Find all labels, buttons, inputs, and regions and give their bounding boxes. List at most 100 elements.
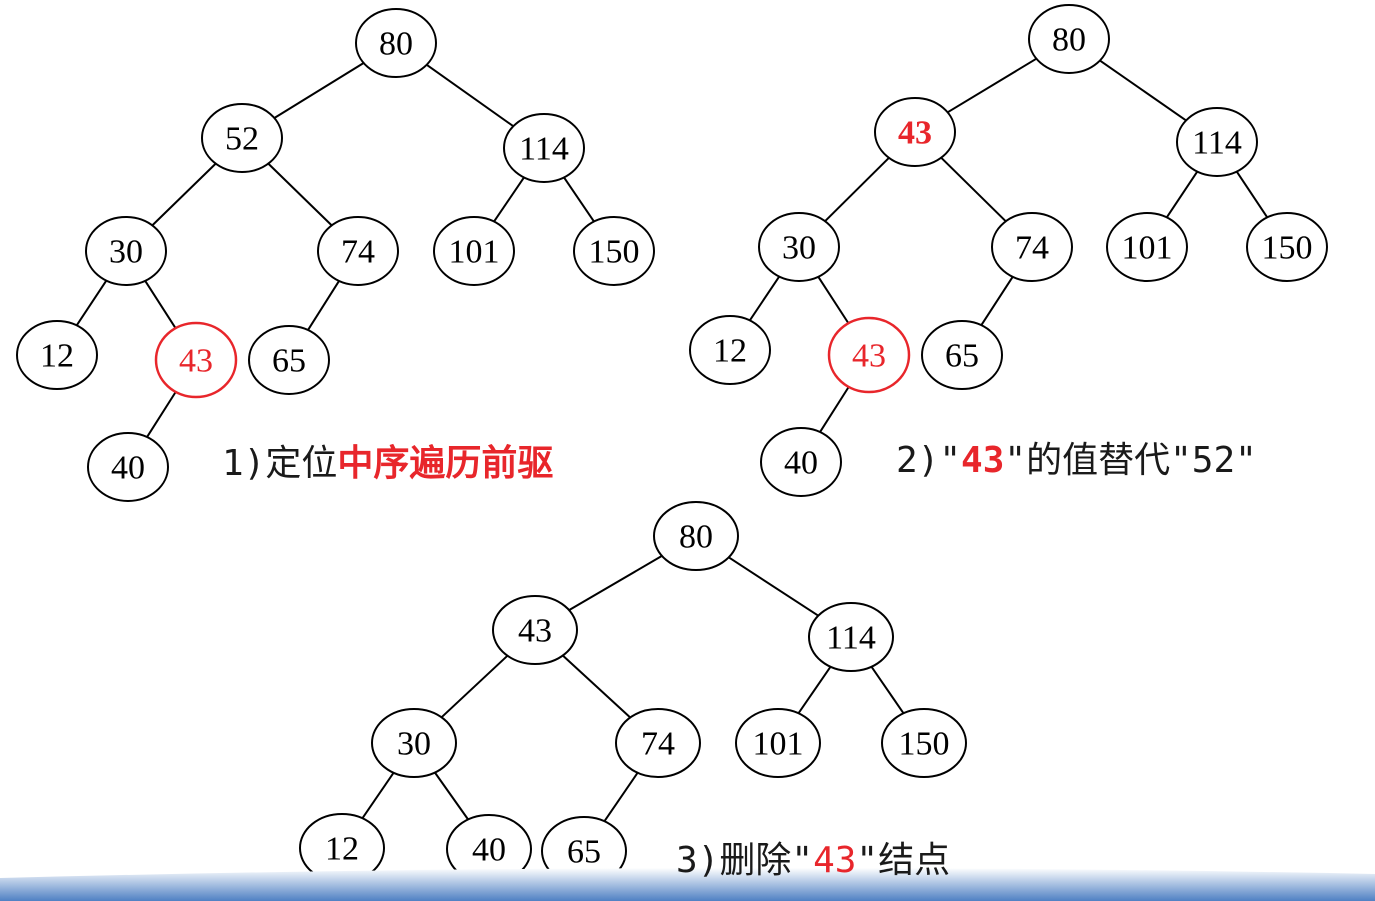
tree-edge — [824, 157, 890, 222]
caption-part: 1) — [222, 443, 266, 484]
tree-edge — [273, 62, 365, 119]
tree-node: 114 — [1176, 107, 1258, 177]
tree-node: 101 — [433, 216, 515, 286]
tree-node-value: 40 — [111, 450, 145, 487]
tree-node-value: 65 — [945, 338, 979, 375]
tree-edge — [151, 162, 217, 227]
caption-step2: 2)"43"的值替代"52" — [896, 443, 1257, 479]
tree-node-value: 40 — [472, 832, 506, 869]
tree-edge — [819, 386, 850, 433]
tree-node: 43 — [492, 595, 578, 665]
tree-node-ring-highlighted — [154, 321, 238, 399]
tree-node-ring — [371, 708, 457, 778]
tree-node-value: 114 — [519, 131, 569, 168]
tree-node-ring — [87, 432, 169, 502]
caption-part: "52" — [1170, 440, 1257, 481]
tree-node-ring — [689, 315, 771, 385]
tree-node: 40 — [446, 814, 532, 884]
tree-node-ring — [615, 708, 701, 778]
tree-node: 40 — [87, 432, 169, 502]
tree-node-ring — [355, 8, 437, 78]
tree-edge — [797, 666, 832, 714]
tree-node-value: 114 — [826, 620, 876, 657]
tree-node: 150 — [573, 216, 655, 286]
tree-node-value: 150 — [1262, 230, 1313, 267]
tree-node-value: 12 — [40, 338, 74, 375]
tree-node-value: 80 — [1052, 22, 1086, 59]
tree-node: 30 — [371, 708, 457, 778]
tree-edge — [980, 276, 1014, 326]
tree-node: 65 — [921, 320, 1003, 390]
tree-node: 65 — [248, 325, 330, 395]
tree-node-ring — [881, 708, 967, 778]
tree-node-ring — [1176, 107, 1258, 177]
tree-node-value: 150 — [589, 234, 640, 271]
tree-edge — [728, 556, 819, 617]
tree-node-ring — [573, 216, 655, 286]
tree-node: 150 — [1246, 212, 1328, 282]
tree-node-ring — [317, 216, 399, 286]
tree-edge — [361, 772, 395, 819]
tree-node: 43 — [874, 97, 956, 167]
tree-node: 43 — [154, 321, 238, 399]
tree-edge — [1165, 171, 1199, 218]
tree-node-ring-highlighted — [827, 316, 911, 394]
tree-node: 52 — [201, 103, 283, 173]
caption-part: 43 — [961, 440, 1005, 481]
tree-node: 12 — [299, 813, 385, 883]
tree-node-value: 30 — [109, 234, 143, 271]
tree-node: 12 — [16, 320, 98, 390]
tree-edge — [1099, 59, 1187, 122]
tree-node-ring — [1106, 212, 1188, 282]
caption-step1: 1)定位中序遍历前驱 — [222, 446, 553, 482]
tree-node-ring — [16, 320, 98, 390]
tree-node: 65 — [541, 816, 627, 886]
tree-node: 74 — [991, 212, 1073, 282]
tree-node-value: 101 — [449, 234, 500, 271]
tree-node: 80 — [653, 501, 739, 571]
tree-node: 101 — [1106, 212, 1188, 282]
caption-part: " — [856, 840, 879, 881]
caption-part: 中序遍历前驱 — [337, 443, 554, 484]
tree-node-ring — [248, 325, 330, 395]
tree-node-value: 101 — [1122, 230, 1173, 267]
tree-edge — [562, 654, 631, 719]
tree-edge — [1235, 171, 1269, 218]
tree-node-ring — [758, 212, 840, 282]
tree-edge — [563, 176, 595, 223]
tree-node-value: 40 — [784, 445, 818, 482]
caption-part: 定位 — [265, 443, 338, 484]
tree-edge — [748, 275, 781, 322]
tree-node-ring — [921, 320, 1003, 390]
caption-part: " — [791, 840, 814, 881]
tree-node-ring — [1246, 212, 1328, 282]
tree-node-value: 150 — [899, 726, 950, 763]
tree-node-ring — [991, 212, 1073, 282]
tree-node-value: 43 — [852, 338, 886, 375]
caption-part: 3) — [676, 840, 720, 881]
tree-node-value: 114 — [1192, 125, 1242, 162]
tree-edge — [307, 280, 340, 331]
tree-node-value: 101 — [753, 726, 804, 763]
tree-node-ring — [1028, 4, 1110, 74]
tree-node-ring — [503, 113, 585, 183]
footer-band — [0, 867, 1375, 901]
tree-node: 43 — [827, 316, 911, 394]
tree-node-ring — [433, 216, 515, 286]
caption-part: " — [1004, 440, 1027, 481]
tree-node: 80 — [1028, 4, 1110, 74]
tree-edge — [940, 157, 1007, 222]
tree-edge — [493, 176, 525, 223]
tree-node-value: 52 — [225, 121, 259, 158]
tree-node-value: 30 — [782, 230, 816, 267]
tree-node-value: 80 — [379, 26, 413, 63]
tree-node-value: 65 — [567, 834, 601, 871]
tree-edge — [568, 555, 663, 611]
tree-node-ring — [653, 501, 739, 571]
tree-edge — [144, 280, 177, 329]
tree-node-value: 43 — [518, 613, 552, 650]
tree-node-ring — [874, 97, 956, 167]
tree-edge — [817, 276, 850, 324]
